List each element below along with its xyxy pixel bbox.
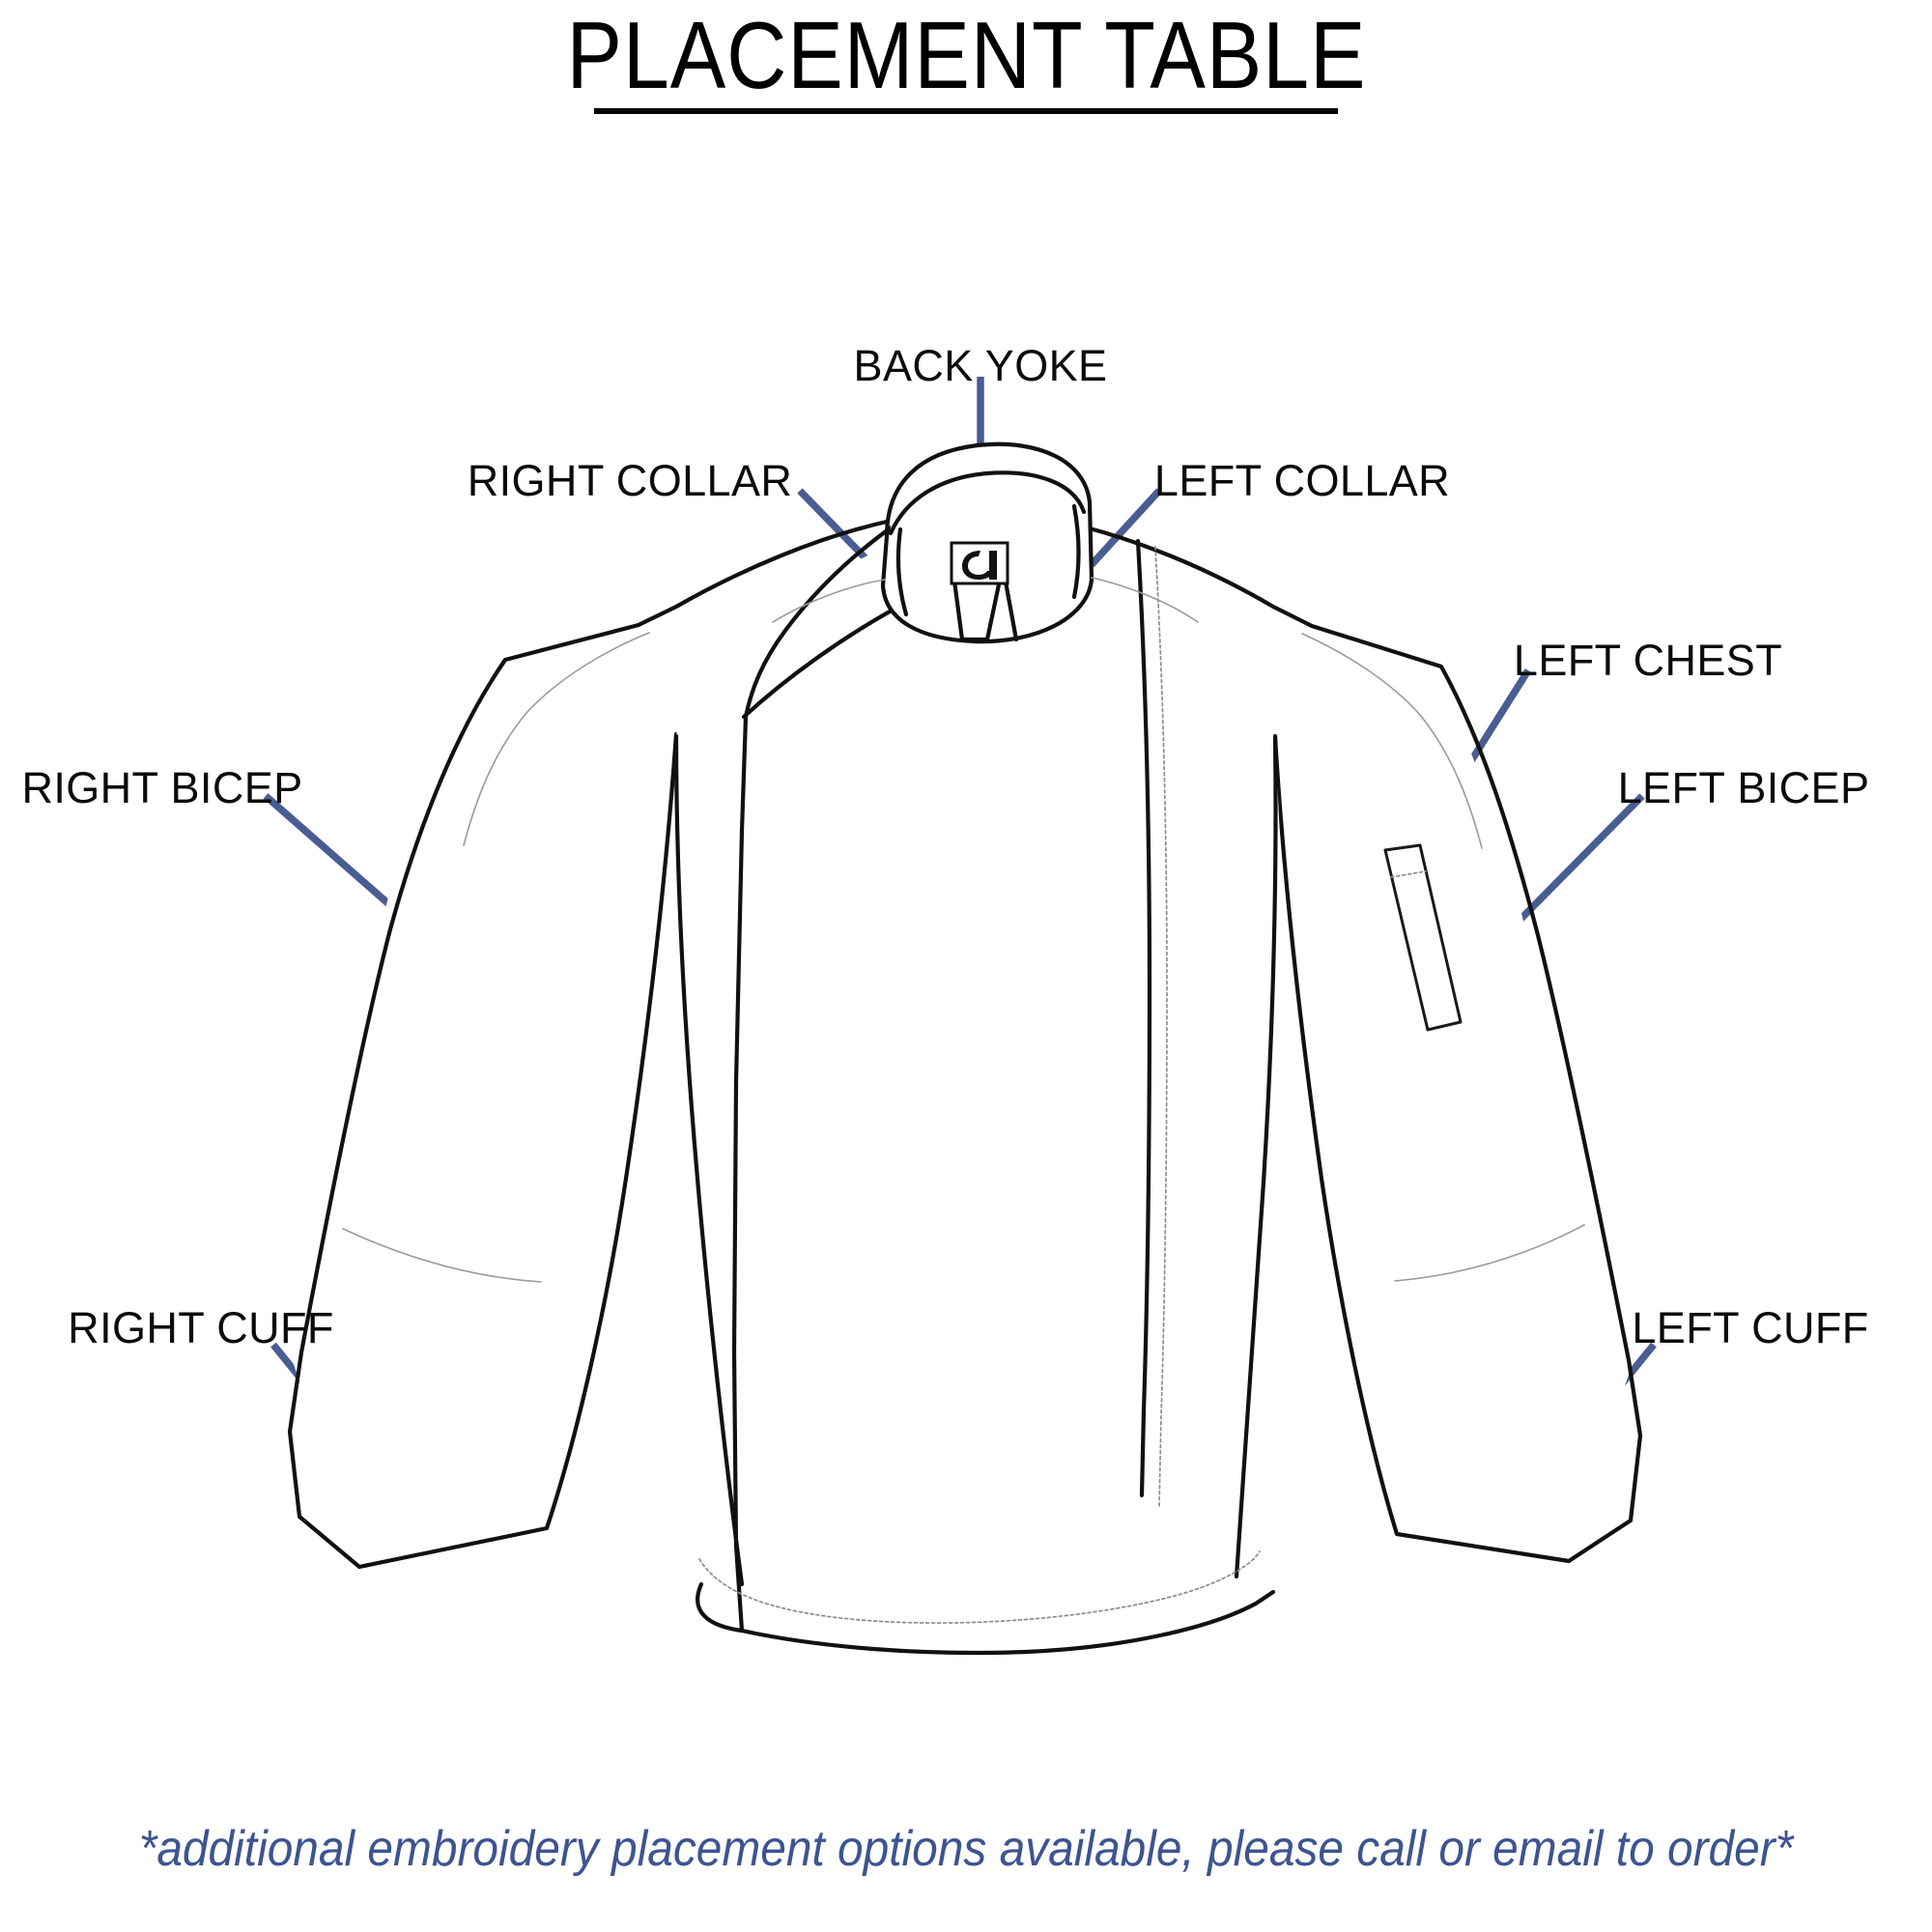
label-right-bicep: RIGHT BICEP xyxy=(21,766,302,810)
leader-line-right-bicep xyxy=(263,793,553,952)
left-sleeve xyxy=(1272,623,1643,1564)
label-right-collar-text: RIGHT COLLAR xyxy=(467,456,793,505)
left-sleeve-inner-seam xyxy=(1272,733,1572,1564)
left-front-panel-seam xyxy=(1135,538,1152,1498)
label-left-cuff-text: LEFT CUFF xyxy=(1632,1303,1869,1352)
left-yoke-line xyxy=(1091,577,1199,623)
hem-topstitch xyxy=(698,1550,1261,1624)
label-right-cuff: RIGHT CUFF xyxy=(68,1306,334,1350)
label-left-cuff: LEFT CUFF xyxy=(1632,1306,1868,1350)
right-sleeve-inner-seam xyxy=(356,731,679,1570)
brand-logo-patch xyxy=(950,541,1009,585)
leader-line-left-chest xyxy=(1155,668,1532,815)
collar-left-stand-edge xyxy=(1071,503,1081,600)
sleeve-pen-pocket-stitch xyxy=(1390,870,1427,878)
label-left-bicep-text: LEFT BICEP xyxy=(1617,763,1870,812)
leader-line-right-cuff xyxy=(270,1342,440,1503)
left-shoulder-outline xyxy=(1067,521,1315,629)
right-sleeve-outer-seam xyxy=(287,622,641,1570)
collar-notch-left xyxy=(1000,563,1019,642)
title-underline-rule xyxy=(594,108,1338,114)
label-right-cuff-text: RIGHT CUFF xyxy=(68,1303,334,1352)
left-body-side-seam xyxy=(1234,733,1278,1579)
brand-logo-bar xyxy=(989,551,997,580)
right-sleeve-cuff-seam xyxy=(342,1228,542,1283)
collar-top-fold xyxy=(888,470,1087,536)
left-sleeve-cuff-seam xyxy=(1394,1224,1585,1282)
leader-line-left-cuff xyxy=(1488,1342,1657,1503)
right-yoke-line xyxy=(772,579,886,623)
back-yoke-seam xyxy=(772,577,1199,623)
jacket-hem-right-corner xyxy=(696,1581,745,1634)
collar xyxy=(880,441,1094,644)
collar-front-notch xyxy=(950,563,1006,642)
label-left-chest-text: LEFT CHEST xyxy=(1513,636,1783,685)
right-body-side-seam xyxy=(673,733,745,1587)
left-sleeve-outer-seam xyxy=(1309,623,1643,1564)
leader-line-left-bicep xyxy=(1391,793,1645,952)
page-header: PLACEMENT TABLE xyxy=(0,2,1932,110)
leader-line-right-collar xyxy=(797,488,969,598)
label-back-yoke: BACK YOKE xyxy=(854,344,1108,387)
sleeve-pen-pocket xyxy=(1383,843,1463,1032)
jacket-hem xyxy=(739,1589,1276,1656)
footer-note: *additional embroidery placement options… xyxy=(138,1821,1794,1877)
right-sleeve xyxy=(287,622,679,1570)
leader-lines xyxy=(263,377,1657,1503)
label-left-bicep: LEFT BICEP xyxy=(1618,766,1870,810)
right-shoulder-outline xyxy=(636,519,890,628)
right-shoulder-topstitch xyxy=(463,632,650,846)
collar-right-stand-edge xyxy=(895,526,909,617)
label-back-yoke-text: BACK YOKE xyxy=(853,341,1108,390)
label-right-bicep-text: RIGHT BICEP xyxy=(21,763,303,812)
left-shoulder-topstitch xyxy=(1301,633,1483,849)
page-title: PLACEMENT TABLE xyxy=(566,2,1366,108)
label-left-collar: LEFT COLLAR xyxy=(1154,459,1450,502)
label-right-collar: RIGHT COLLAR xyxy=(468,459,793,502)
front-wrap-placket-edge xyxy=(731,524,895,1634)
collar-outer-edge xyxy=(880,441,1094,644)
left-front-panel-topstitch xyxy=(1154,546,1168,1508)
brand-logo-mark xyxy=(962,551,995,580)
leader-line-left-collar xyxy=(996,488,1162,598)
front-wrap-top-fold xyxy=(741,546,1035,720)
label-left-collar-text: LEFT COLLAR xyxy=(1153,456,1451,505)
jacket-body xyxy=(636,519,1315,1656)
label-left-chest: LEFT CHEST xyxy=(1514,639,1782,682)
